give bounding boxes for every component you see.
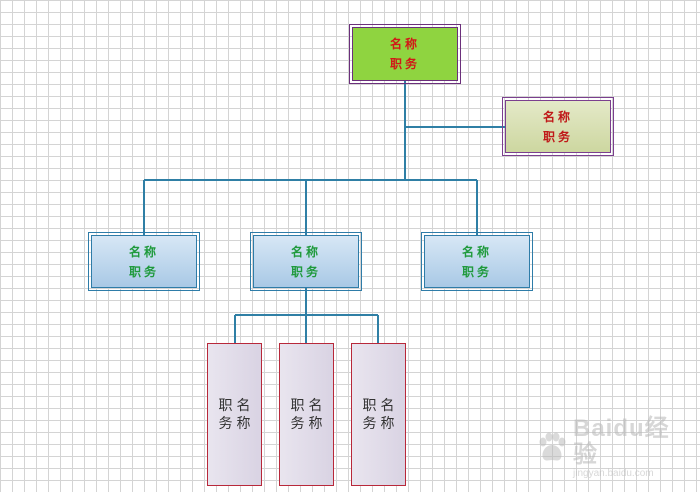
node-bottom-2-name-col: 名 称 [309,397,323,433]
node-bottom-2[interactable]: 名 称 职 务 [279,343,334,486]
node-bottom-3-name-col: 名 称 [381,397,395,433]
node-mid-right-name: 名称 [461,244,492,259]
node-bottom-2-title-col: 职 务 [291,397,305,433]
node-bottom-3-title-col: 职 务 [363,397,377,433]
node-top-title: 职务 [389,57,420,71]
node-assistant-title: 职务 [542,129,573,144]
node-mid-left-name: 名称 [128,244,159,259]
node-mid-center[interactable]: 名称 职务 [250,232,362,291]
node-mid-left-title: 职务 [128,264,159,279]
char: 称 [380,415,395,432]
char: 务 [362,415,377,432]
node-bottom-1-name-col: 名 称 [237,397,251,433]
node-assistant-name: 名称 [542,109,573,124]
node-mid-right-title: 职务 [461,264,492,279]
char: 务 [218,415,233,432]
node-mid-center-title: 职务 [290,264,321,279]
char: 称 [308,415,323,432]
char: 职 [218,397,233,414]
char: 称 [236,415,251,432]
node-top[interactable]: 名称 职务 [349,24,461,84]
char: 职 [362,397,377,414]
char: 务 [290,415,305,432]
char: 名 [236,397,251,414]
node-bottom-1[interactable]: 名 称 职 务 [207,343,262,486]
node-assistant[interactable]: 名称 职务 [502,97,614,156]
char: 名 [380,397,395,414]
char: 职 [290,397,305,414]
node-top-name: 名称 [389,37,420,51]
node-mid-right[interactable]: 名称 职务 [421,232,533,291]
node-mid-left[interactable]: 名称 职务 [88,232,200,291]
node-mid-center-name: 名称 [290,244,321,259]
node-bottom-1-title-col: 职 务 [219,397,233,433]
char: 名 [308,397,323,414]
node-bottom-3[interactable]: 名 称 职 务 [351,343,406,486]
